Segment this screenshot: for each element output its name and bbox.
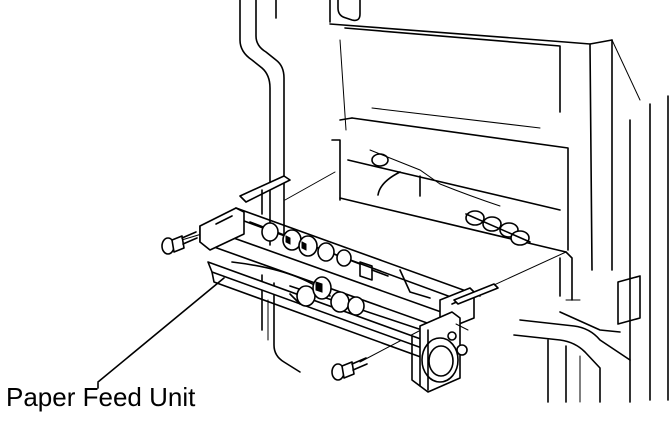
- paper-feed-unit: [199, 175, 499, 393]
- feed-cavity: [331, 139, 581, 301]
- callout-label-paper-feed-unit: Paper Feed Unit: [6, 382, 196, 412]
- screw-bottom: [331, 357, 368, 381]
- callout-leader: [97, 277, 225, 389]
- machine-frame: [239, 0, 669, 403]
- screw-left: [161, 231, 198, 255]
